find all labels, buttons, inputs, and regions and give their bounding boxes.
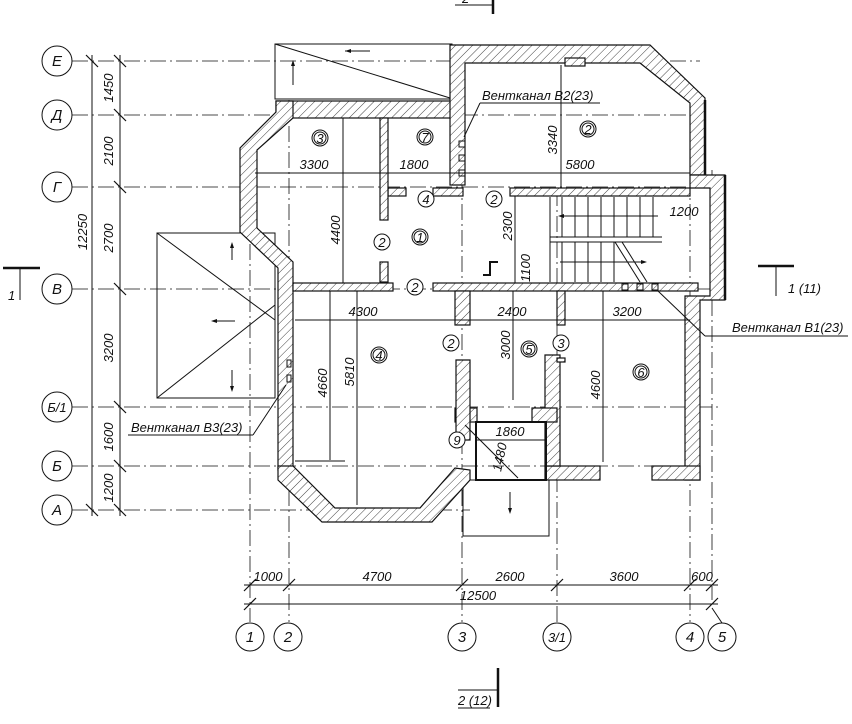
section-left-label: 1 — [8, 288, 15, 303]
dim-text: 3000 — [498, 330, 513, 360]
room-marker: 4 — [370, 346, 388, 364]
dim-text: 3600 — [610, 569, 640, 584]
dim-text: 600 — [691, 569, 713, 584]
dim-text: 1200 — [670, 204, 700, 219]
dim-text: 4600 — [588, 370, 603, 400]
dim-text: 1000 — [254, 569, 284, 584]
room-marker: 5 — [520, 340, 538, 358]
interior-dimensions: 3300 1800 5800 3340 4400 2300 1100 1200 … — [300, 125, 700, 473]
dim-text: 2400 — [497, 304, 528, 319]
room-number: 7 — [421, 130, 429, 145]
door-mark-number: 2 — [446, 336, 455, 351]
axis-label: 1 — [246, 629, 254, 646]
axis-label: Е — [52, 53, 63, 70]
door-mark: 4 — [417, 190, 435, 208]
dim-text: 12250 — [75, 213, 90, 250]
bottom-dimensions: 1000 4700 2600 3600 600 12500 — [243, 569, 719, 611]
axis-bubbles-left: Е Д Г В Б/1 Б А — [41, 45, 73, 526]
dim-text: 4700 — [363, 569, 393, 584]
room-number: 1 — [416, 230, 423, 245]
dim-text: 1860 — [496, 424, 526, 439]
dim-text: 3200 — [613, 304, 643, 319]
dim-text: 2300 — [500, 211, 515, 242]
dim-text: 4660 — [315, 368, 330, 398]
dim-text: 4300 — [349, 304, 379, 319]
door-mark-number: 2 — [410, 280, 419, 295]
axis-bubbles-bottom: 1 2 3 3/1 4 5 — [235, 607, 737, 652]
door-mark-number: 3 — [557, 336, 565, 351]
dim-text: 1450 — [101, 73, 116, 103]
axis-label: Б/1 — [47, 400, 66, 415]
axis-label: Г — [53, 179, 63, 196]
dim-text: 3200 — [101, 333, 116, 363]
dim-text: 2600 — [495, 569, 526, 584]
section-markers: 2 1 1 (11) 2 (12) — [3, 0, 821, 709]
room-marker: 6 — [632, 363, 650, 381]
note-vent-b2: Вентканал В2(23) — [482, 88, 593, 103]
door-mark: 2 — [485, 190, 503, 208]
staircase — [483, 197, 662, 283]
door-mark: 2 — [442, 334, 460, 352]
dim-text: 1100 — [518, 253, 533, 282]
dim-text: 5800 — [566, 157, 596, 172]
door-mark-number: 2 — [489, 192, 498, 207]
door-mark: 9 — [448, 431, 466, 449]
dim-text: 4400 — [328, 215, 343, 245]
interior-dimension-lines — [255, 65, 690, 505]
door-mark: 2 — [373, 233, 391, 251]
room-number: 6 — [637, 365, 645, 380]
left-dimensions: 1450 2100 2700 3200 1600 1200 12250 — [75, 54, 127, 517]
room-marker: 3 — [311, 129, 329, 147]
note-vent-b1: Вентканал В1(23) — [732, 320, 843, 335]
dim-text: 3300 — [300, 157, 330, 172]
dim-text: 5810 — [342, 357, 357, 387]
axis-label: А — [51, 502, 62, 519]
door-mark-number: 4 — [422, 192, 429, 207]
room-number: 5 — [525, 342, 533, 357]
section-right-label: 1 (11) — [788, 281, 821, 296]
room-marker: 1 — [411, 228, 429, 246]
door-mark-number: 2 — [377, 235, 386, 250]
section-bottom-label: 2 (12) — [457, 693, 492, 708]
door-mark-number: 9 — [453, 433, 460, 448]
dim-text: 1200 — [101, 473, 116, 503]
axis-label: 3/1 — [548, 630, 566, 645]
room-number: 2 — [583, 122, 592, 137]
dim-text: 1600 — [101, 422, 116, 452]
door-mark: 2 — [406, 278, 424, 296]
porches — [156, 43, 550, 537]
axis-label: Б — [52, 458, 62, 475]
axis-lines — [72, 60, 720, 622]
section-top-label: 2 — [461, 0, 470, 6]
room-number: 4 — [375, 348, 382, 363]
room-number: 3 — [316, 131, 324, 146]
dim-text: 1800 — [400, 157, 430, 172]
dim-text: 1480 — [489, 441, 510, 473]
vent-notes: Вентканал В2(23) Вентканал В1(23) Вентка… — [128, 88, 848, 436]
room-markers: 3 7 2 1 4 5 6 — [311, 120, 650, 381]
dim-text: 2100 — [101, 136, 116, 167]
axis-label: 2 — [283, 629, 293, 646]
axis-label: 5 — [718, 629, 727, 646]
room-marker: 2 — [579, 120, 597, 138]
dim-text: 3340 — [545, 125, 560, 155]
dim-text: 2700 — [101, 223, 116, 254]
axis-label: 4 — [686, 629, 694, 646]
door-marks: 4 2 2 2 2 3 9 — [373, 190, 570, 449]
door-mark: 3 — [552, 334, 570, 352]
room-marker: 7 — [416, 128, 434, 146]
axis-label: 3 — [458, 629, 467, 646]
note-vent-b3: Вентканал В3(23) — [131, 420, 242, 435]
axis-label: Д — [50, 107, 63, 124]
walls — [239, 44, 727, 523]
dim-text: 12500 — [460, 588, 497, 603]
axis-label: В — [52, 281, 62, 298]
